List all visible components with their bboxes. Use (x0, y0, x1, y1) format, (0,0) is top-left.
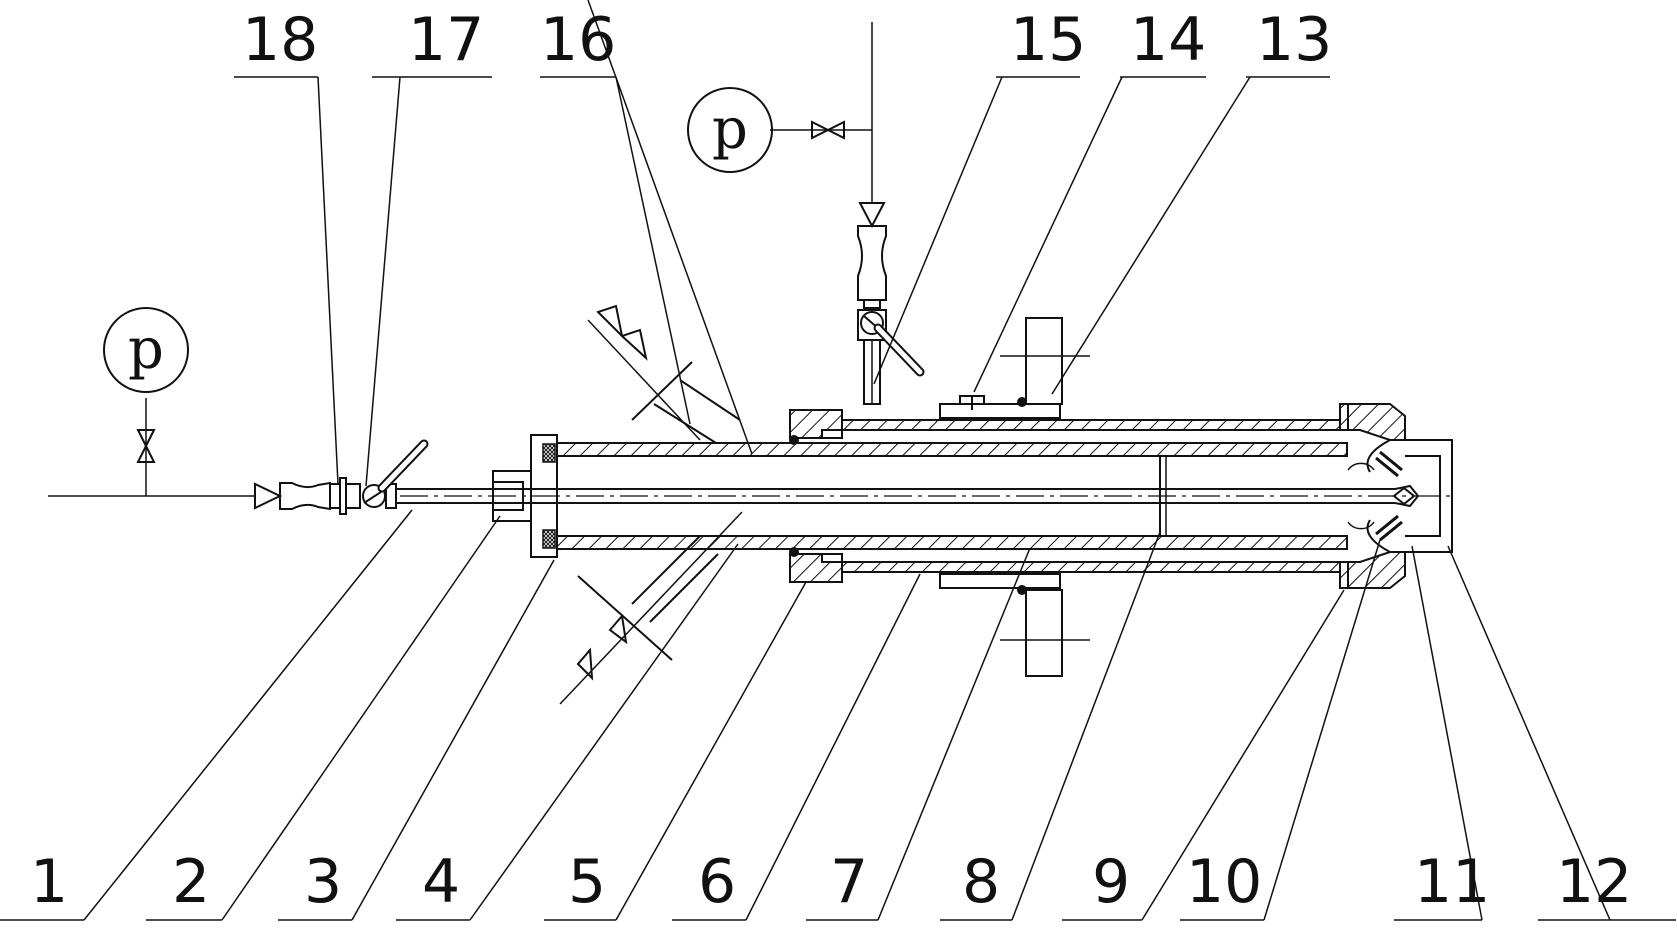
diagonal-port-upper (587, 0, 753, 455)
label-5: 5 (568, 847, 606, 917)
label-2: 2 (172, 847, 210, 917)
label-16: 16 (540, 5, 616, 75)
nozzle-head (1339, 403, 1453, 589)
label-6: 6 (698, 847, 736, 917)
ball-valve-icon (860, 311, 884, 335)
label-13: 13 (1256, 5, 1332, 75)
left-inlet-assembly: p (48, 307, 429, 515)
label-12: 12 (1556, 847, 1632, 917)
label-15: 15 (1010, 5, 1086, 75)
label-11: 11 (1414, 847, 1490, 917)
label-14: 14 (1130, 5, 1206, 75)
label-3: 3 (304, 847, 342, 917)
diagonal-port-lower (559, 511, 743, 705)
top-inlet-assembly: p (687, 22, 925, 405)
label-9: 9 (1092, 847, 1130, 917)
leader-lines (0, 76, 1676, 921)
part-labels: 18 17 16 15 14 13 1 2 3 4 5 6 7 8 9 10 1… (30, 5, 1632, 917)
label-8: 8 (962, 847, 1000, 917)
label-10: 10 (1186, 847, 1262, 917)
label-7: 7 (830, 847, 868, 917)
pressure-gauge-top (687, 87, 773, 173)
gauge-symbol: p (712, 97, 748, 162)
gauge-symbol: p (128, 317, 164, 382)
label-1: 1 (30, 847, 68, 917)
pressure-gauge-left (103, 307, 189, 393)
label-18: 18 (242, 5, 318, 75)
label-17: 17 (408, 5, 484, 75)
inner-shell (530, 434, 1348, 558)
label-4: 4 (422, 847, 460, 917)
